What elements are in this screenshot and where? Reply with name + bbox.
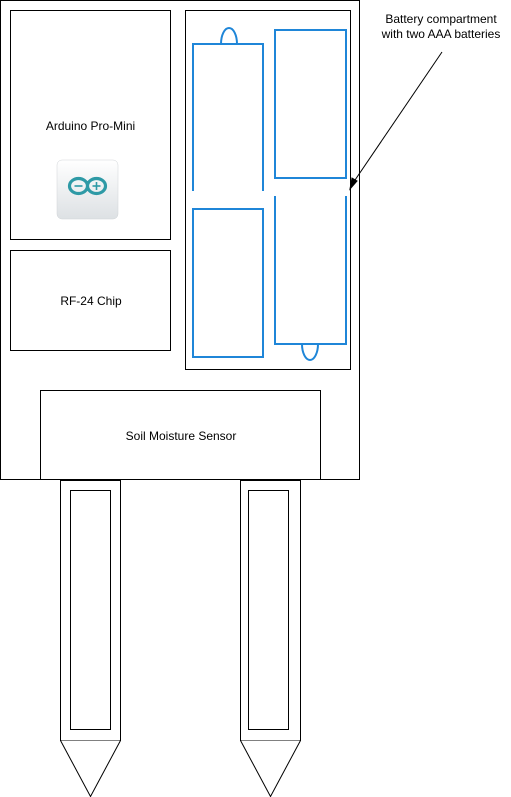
rf24-chip-label: RF-24 Chip: [60, 294, 122, 308]
soil-moisture-sensor-box: [40, 390, 321, 480]
battery-compartment: [185, 10, 351, 370]
arduino-pro-mini-label: Arduino Pro-Mini: [46, 119, 135, 133]
battery-right: [274, 29, 347, 361]
rf24-chip-box: [10, 250, 171, 351]
battery-annotation-line1: Battery compartment: [385, 12, 497, 26]
sensor-probe-right: [240, 480, 301, 797]
battery-annotation-line2: with two AAA batteries: [381, 27, 501, 41]
arduino-logo-icon: [56, 159, 119, 220]
soil-moisture-sensor-label: Soil Moisture Sensor: [126, 429, 237, 443]
sensor-probe-left: [60, 480, 121, 797]
annotation-arrow: [349, 51, 443, 191]
battery-left: [192, 27, 264, 358]
